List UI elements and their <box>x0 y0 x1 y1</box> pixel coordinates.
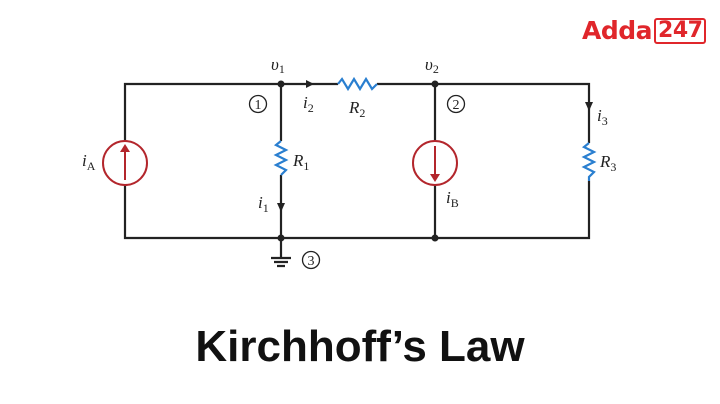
node-3-label: 3 <box>308 254 315 269</box>
node-circles <box>248 94 466 270</box>
logo-number: 247 <box>654 17 707 44</box>
resistor-r3 <box>581 142 597 181</box>
node-3-circle <box>301 250 321 270</box>
node-1-circle <box>248 94 268 114</box>
adda247-logo: Adda 247 <box>582 16 707 45</box>
outer-loop-wire <box>123 82 591 240</box>
i2-arrow-icon <box>306 80 314 88</box>
r1-label: R1 <box>292 151 309 173</box>
ib-label: iB <box>446 188 459 210</box>
i3-arrow-icon <box>585 102 593 111</box>
page-title: Kirchhoff’s Law <box>195 322 525 371</box>
i3-label: i3 <box>597 106 608 128</box>
i1-arrow-icon <box>277 203 285 212</box>
junction-dots <box>277 80 593 242</box>
resistor-r2 <box>337 76 378 92</box>
i2-label: i2 <box>303 93 314 115</box>
v2-label: υ2 <box>425 55 439 76</box>
node-dot <box>431 234 439 242</box>
ib-arrowhead-icon <box>430 174 440 182</box>
logo-brand: Adda <box>582 16 653 45</box>
v1-label: υ1 <box>271 55 285 76</box>
ia-label: iA <box>82 151 96 173</box>
i1-label: i1 <box>258 193 269 215</box>
ia-arrowhead-icon <box>120 144 130 152</box>
current-source-ia <box>102 140 148 186</box>
current-sources <box>102 140 458 186</box>
r2-label: R2 <box>348 98 365 120</box>
node-dot <box>277 80 285 88</box>
node-1-label: 1 <box>255 98 262 113</box>
r3-label: R3 <box>599 152 616 174</box>
resistors <box>273 76 597 181</box>
resistor-r1 <box>273 140 289 176</box>
ground-icon <box>271 256 291 268</box>
node-2-circle <box>446 94 466 114</box>
node-dot <box>277 234 285 242</box>
node-2-label: 2 <box>453 98 460 113</box>
node-dot <box>431 80 439 88</box>
current-source-ib <box>412 140 458 186</box>
